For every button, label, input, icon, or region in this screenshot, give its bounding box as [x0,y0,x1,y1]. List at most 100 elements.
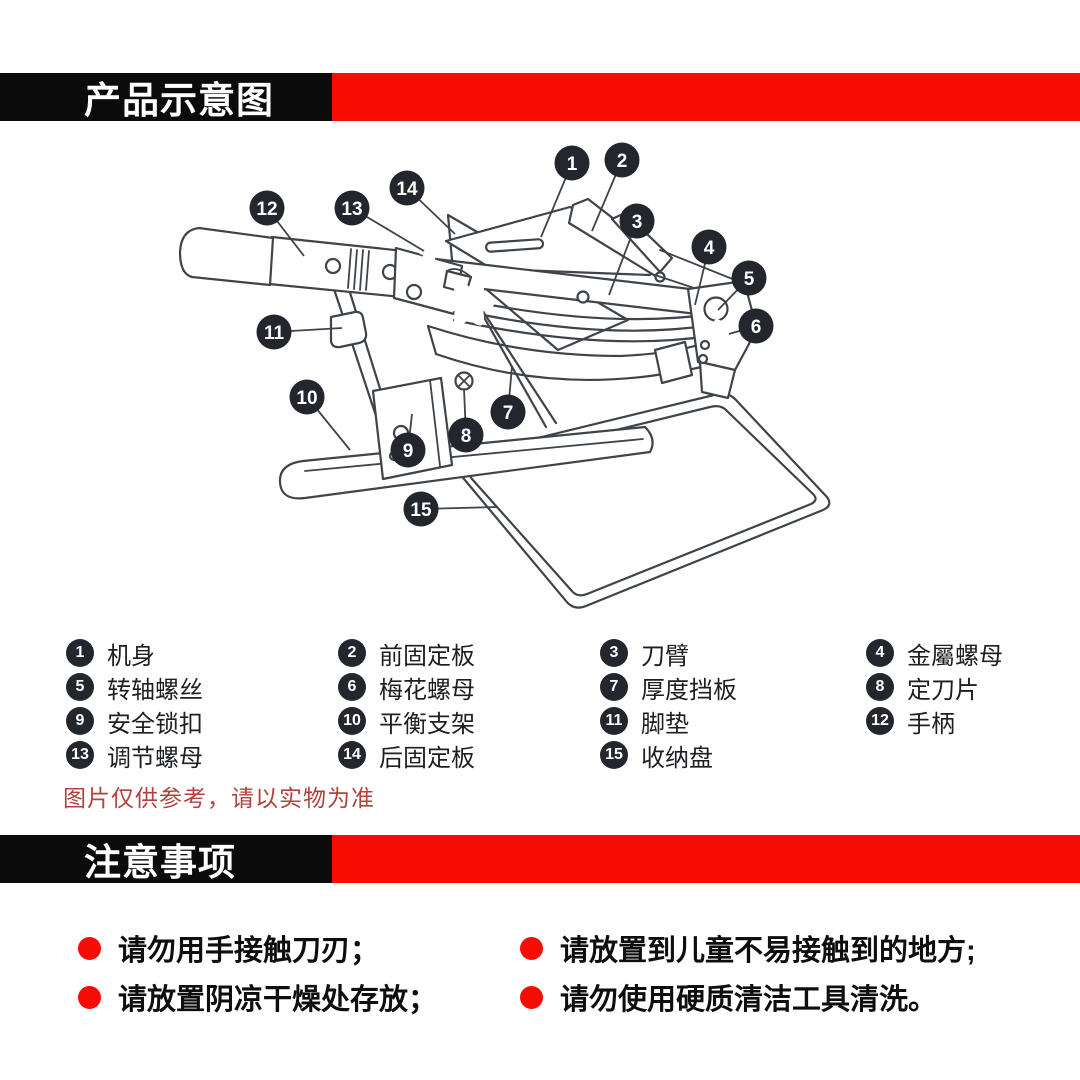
callout-circle [490,394,526,430]
legend-label: 脚垫 [641,710,689,738]
callout-number: 3 [632,212,643,233]
callout-13: 13 [334,190,425,252]
callout-number: 7 [503,403,514,424]
callout-number: 8 [461,426,472,447]
callout-number: 1 [567,154,578,175]
notice-item: 请勿用手接触刀刃； [78,926,437,970]
notice-item: 请勿使用硬质清洁工具清洗。 [520,975,976,1019]
header-red-stripe [332,835,1080,883]
legend-label: 平衡支架 [379,710,475,738]
header-black-segment: 产品示意图 [0,73,332,121]
callout-3: 3 [608,203,655,296]
legend-badge: 11 [600,707,628,735]
callout-circle [619,203,655,239]
callout-11: 11 [256,314,343,350]
callout-10: 10 [289,379,351,451]
bullet-dot [78,985,101,1009]
legend-badge: 8 [866,673,894,701]
legend-label: 转轴螺丝 [107,676,203,704]
legend-item-9: 9 安全锁扣 [66,704,338,739]
legend-label: 厚度挡板 [641,676,737,704]
callout-circle [256,314,292,350]
callout-number: 10 [296,388,317,409]
legend-label: 前固定板 [379,642,475,670]
bullet-dot [78,936,101,960]
callout-number: 12 [256,199,277,220]
callout-6: 6 [728,308,774,344]
header-black-segment: 注意事项 [0,835,332,883]
callout-circle [448,417,484,453]
legend-badge: 14 [338,741,366,769]
legend-item-4: 4 金屬螺母 [866,636,1076,671]
callout-circle [738,308,774,344]
callout-circle [554,145,590,181]
callout-number: 9 [403,441,414,462]
callout-number: 14 [396,179,418,200]
legend-badge: 15 [600,741,628,769]
legend-badge: 12 [866,707,894,735]
legend-item-8: 8 定刀片 [866,670,1076,705]
callout-circle [691,229,727,265]
notice-text: 请放置到儿童不易接触到的地方; [560,935,976,967]
callout-4: 4 [691,229,727,306]
section-header-caution: 注意事项 [0,835,1080,883]
legend-badge: 6 [338,673,366,701]
callout-circle [604,142,640,178]
callout-8: 8 [448,388,484,453]
callout-7: 7 [490,365,526,430]
callout-15: 15 [403,491,498,527]
legend-badge: 7 [600,673,628,701]
legend-badge: 3 [600,639,628,667]
callout-number: 11 [264,323,285,344]
notice-text: 请放置阴凉干燥处存放； [118,984,438,1016]
bullet-dot [520,936,543,960]
notice-item: 请放置到儿童不易接触到的地方; [520,926,976,970]
callout-12: 12 [249,190,305,257]
legend-badge: 9 [66,707,94,735]
callout-number: 4 [704,238,715,259]
legend-label: 金屬螺母 [907,642,1003,670]
legend-item-3: 3 刀臂 [600,636,866,671]
callout-9: 9 [390,413,426,468]
notice-column-right: 请放置到儿童不易接触到的地方; 请勿使用硬质清洁工具清洗。 [520,926,976,1024]
legend-badge: 2 [338,639,366,667]
legend-badge: 5 [66,673,94,701]
legend-label: 梅花螺母 [379,676,475,704]
callout-circle [390,432,426,468]
header-red-stripe [332,73,1080,121]
callout-circle [403,491,439,527]
section-title-caution: 注意事项 [84,842,236,883]
notice-text: 请勿使用硬质清洁工具清洗。 [560,984,938,1016]
legend-item-14: 14 后固定板 [338,738,600,773]
legend-label: 定刀片 [907,676,979,704]
section-header-product: 产品示意图 [0,73,1080,121]
notice-column-left: 请勿用手接触刀刃； 请放置阴凉干燥处存放； [78,926,437,1024]
legend-label: 刀臂 [641,642,689,670]
callout-5: 5 [717,260,767,311]
callout-circle [289,379,325,415]
callout-circle [249,190,285,226]
section-title-product: 产品示意图 [84,80,274,121]
legend-item-2: 2 前固定板 [338,636,600,671]
legend-item-5: 5 转轴螺丝 [66,670,338,705]
callout-1: 1 [540,145,590,238]
legend-badge: 1 [66,639,94,667]
notice-text: 请勿用手接触刀刃； [118,935,380,967]
legend-label: 安全锁扣 [107,710,203,738]
legend-item-12: 12 手柄 [866,704,1076,739]
callout-14: 14 [389,170,456,235]
legend-label: 手柄 [907,710,955,738]
legend-label: 后固定板 [379,744,475,772]
legend-badge: 4 [866,639,894,667]
callout-circle [389,170,425,206]
legend-item-6: 6 梅花螺母 [338,670,600,705]
legend-badge: 10 [338,707,366,735]
machine-line-art [178,197,831,609]
callout-2: 2 [591,142,640,232]
